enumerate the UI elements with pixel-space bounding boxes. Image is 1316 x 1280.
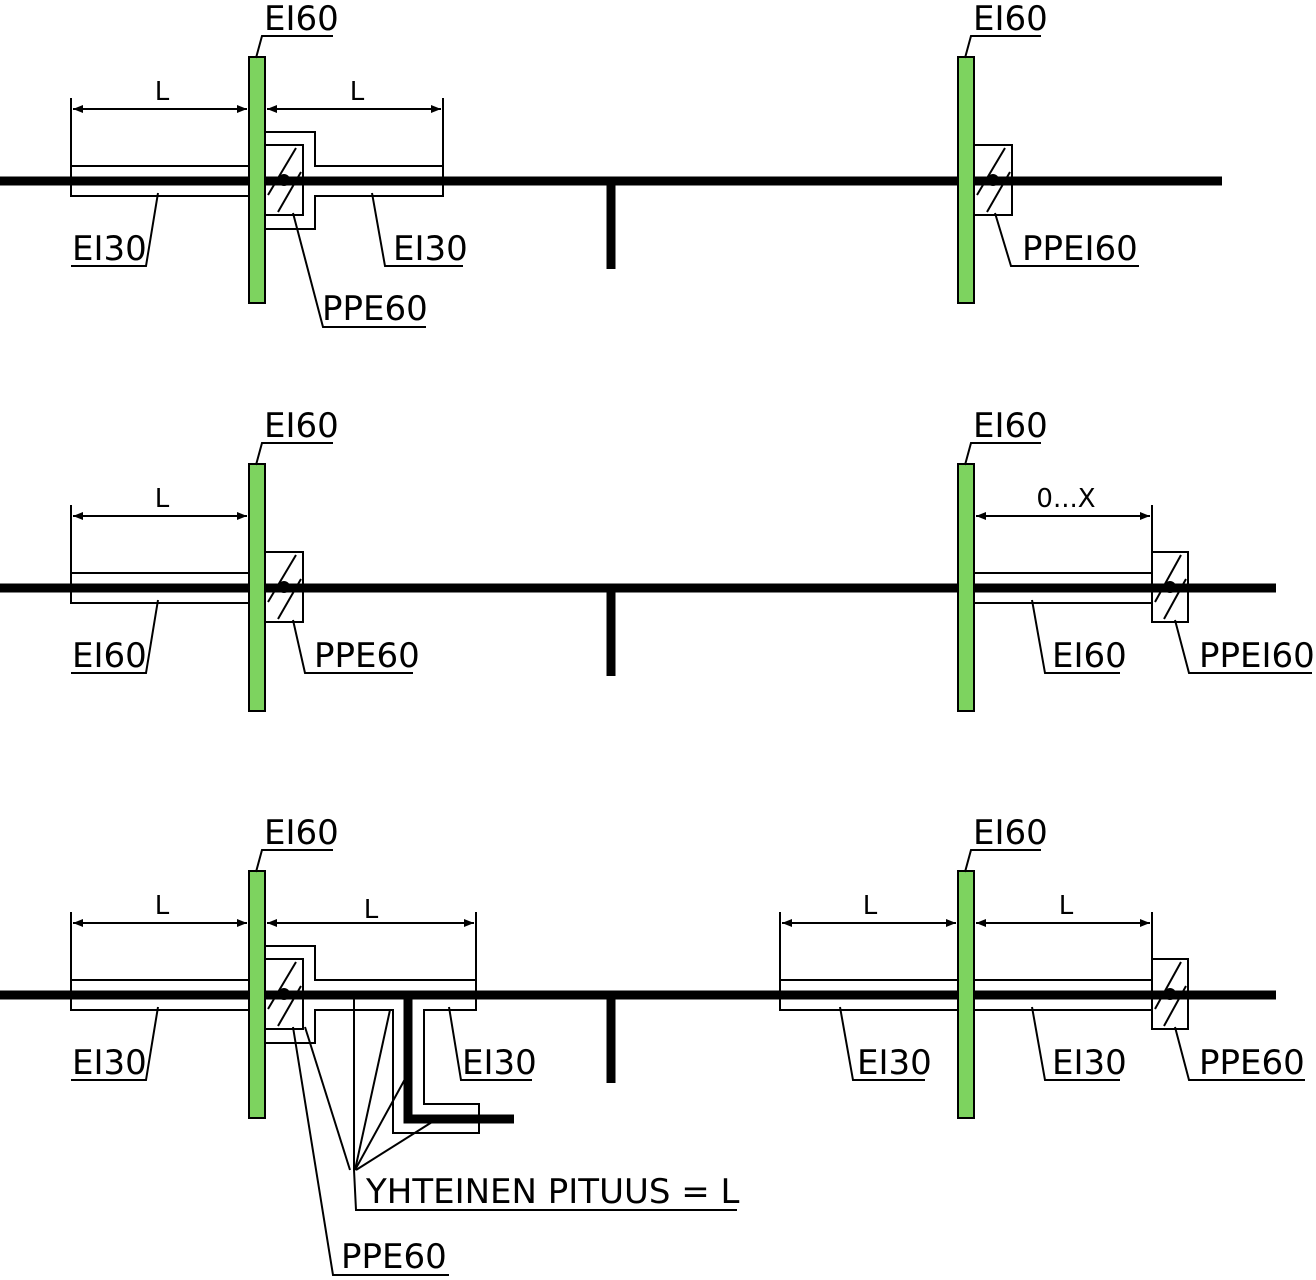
row-1: L L EI60 EI30 EI30 PPE60 EI60 PPEI60 xyxy=(0,0,1222,329)
fire-wall xyxy=(957,463,975,712)
insulation-label: EI30 xyxy=(1052,1043,1127,1083)
dimension-label: L xyxy=(155,891,170,921)
wall-label: EI60 xyxy=(973,0,1048,39)
damper-label: PPE60 xyxy=(314,636,420,676)
dimension-label: L xyxy=(1059,891,1074,921)
row-3: L L EI60 EI30 EI30 YHTEINEN PITUUS = L P… xyxy=(0,813,1305,1277)
fire-wall xyxy=(957,870,975,1119)
insulation-label: EI30 xyxy=(462,1043,537,1083)
insulation-label: EI30 xyxy=(393,229,468,269)
insulation-label: EI30 xyxy=(72,229,147,269)
wall-label: EI60 xyxy=(264,406,339,446)
dimension-label: 0...X xyxy=(1036,484,1095,514)
fire-wall xyxy=(957,56,975,304)
dimension-label: L xyxy=(155,484,170,514)
damper-axis xyxy=(1164,988,1176,1000)
damper-label: PPE60 xyxy=(322,289,428,329)
row-2: L EI60 EI30 EI60 PPE60 0...X EI60 EI60 P… xyxy=(0,406,1315,712)
insulation-label: EI60 xyxy=(1052,636,1127,676)
damper-axis xyxy=(278,581,290,593)
insulation-label: EI30 xyxy=(72,1043,147,1083)
dimension-label: L xyxy=(350,77,365,107)
insulation-label: EI60 xyxy=(72,636,147,676)
damper-label: PPEI60 xyxy=(1022,229,1138,269)
dimension-label: L xyxy=(155,77,170,107)
damper-axis xyxy=(278,174,290,186)
insulation-label: EI30 xyxy=(857,1043,932,1083)
dimension-label: L xyxy=(863,891,878,921)
damper-label: PPEI60 xyxy=(1199,636,1315,676)
wall-label: EI60 xyxy=(264,0,339,39)
fire-wall xyxy=(248,870,266,1119)
fire-wall xyxy=(248,463,266,712)
damper-axis xyxy=(1164,581,1176,593)
wall-label: EI60 xyxy=(973,406,1048,446)
duct-branch-bent xyxy=(403,995,514,1124)
damper-axis xyxy=(278,988,290,1000)
wall-label: EI60 xyxy=(973,813,1048,853)
damper-label: PPE60 xyxy=(341,1237,447,1277)
wall-label: EI60 xyxy=(264,813,339,853)
damper-label: PPE60 xyxy=(1199,1043,1305,1083)
dimension-label: L xyxy=(364,895,379,925)
common-length-note: YHTEINEN PITUUS = L xyxy=(365,1172,740,1212)
damper-axis xyxy=(987,174,999,186)
fire-wall xyxy=(248,56,266,304)
